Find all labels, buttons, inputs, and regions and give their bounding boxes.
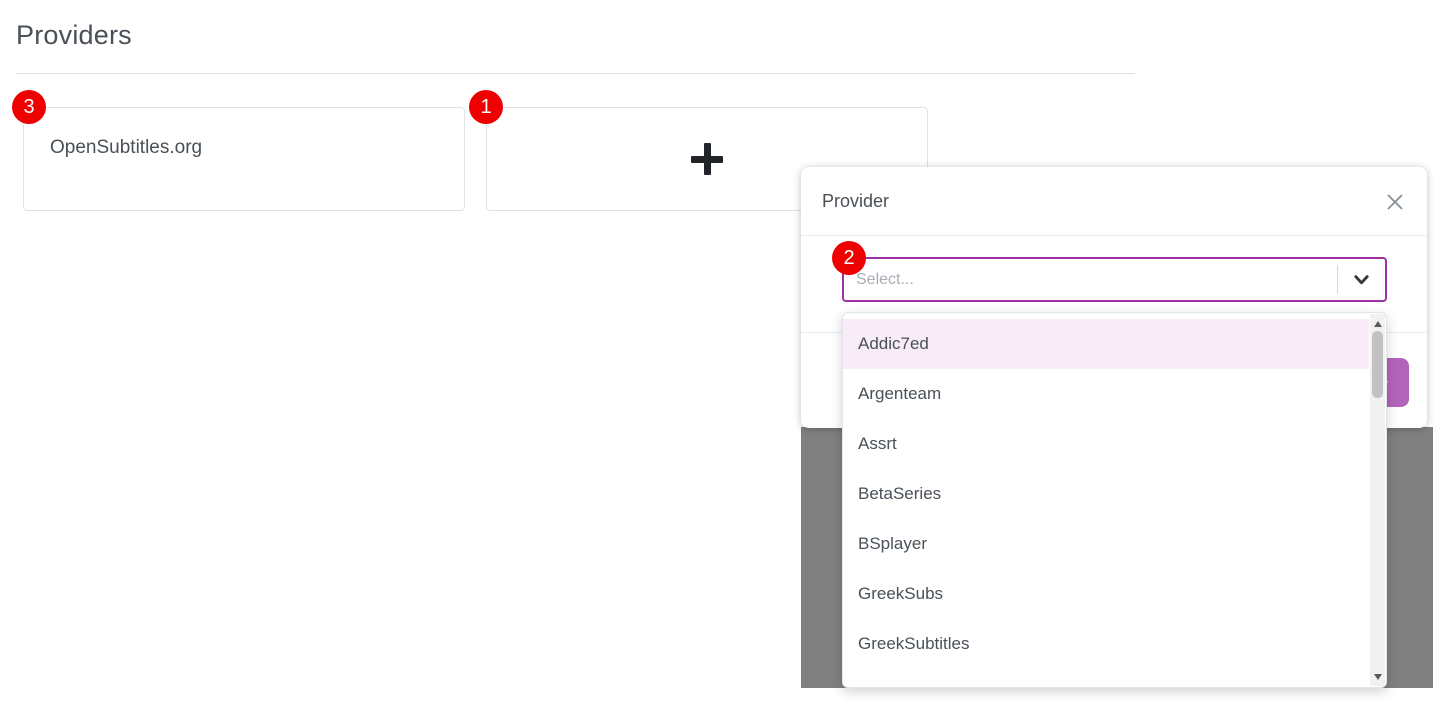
modal-title: Provider: [822, 191, 890, 211]
annotation-badge-3: 3: [12, 90, 46, 124]
dropdown-option[interactable]: Assrt: [858, 434, 897, 453]
dropdown-option[interactable]: Addic7ed: [843, 319, 1369, 369]
triangle-down-icon: [1373, 673, 1382, 680]
add-provider-card[interactable]: [486, 107, 928, 211]
close-button[interactable]: [1384, 191, 1406, 213]
chevron-down-icon: [1338, 270, 1385, 289]
scrollbar-thumb[interactable]: [1372, 331, 1383, 398]
provider-card-label: OpenSubtitles.org: [50, 137, 203, 158]
scroll-up-button[interactable]: [1370, 316, 1385, 331]
dropdown-option[interactable]: Hosszupuska: [843, 669, 1369, 687]
dropdown-option[interactable]: GreekSubs: [858, 584, 944, 603]
triangle-up-icon: [1373, 320, 1382, 327]
provider-card-opensubtitles[interactable]: OpenSubtitles.org: [23, 107, 465, 211]
plus-icon: [691, 143, 723, 175]
provider-select[interactable]: Select...: [842, 257, 1387, 302]
dropdown-option[interactable]: Argenteam: [858, 384, 942, 403]
modal-header: Provider: [801, 167, 1427, 236]
dropdown-scrollbar[interactable]: [1370, 314, 1385, 686]
page-title: Providers: [16, 20, 132, 50]
annotation-badge-2: 2: [832, 241, 866, 275]
select-indicator-separator: [1337, 265, 1338, 294]
dropdown-option[interactable]: BSplayer: [858, 534, 927, 553]
dropdown-option[interactable]: GreekSubtitles: [858, 634, 970, 653]
title-divider: [16, 73, 1135, 74]
dropdown-option[interactable]: BetaSeries: [858, 484, 942, 503]
provider-dropdown-menu: Addic7ed Argenteam Assrt BetaSeries BSpl…: [842, 312, 1387, 688]
annotation-badge-1: 1: [469, 90, 503, 124]
select-placeholder: Select...: [856, 270, 914, 288]
scroll-down-button[interactable]: [1370, 669, 1385, 684]
modal-body: Select...: [801, 236, 1427, 332]
close-icon: [1384, 194, 1406, 216]
